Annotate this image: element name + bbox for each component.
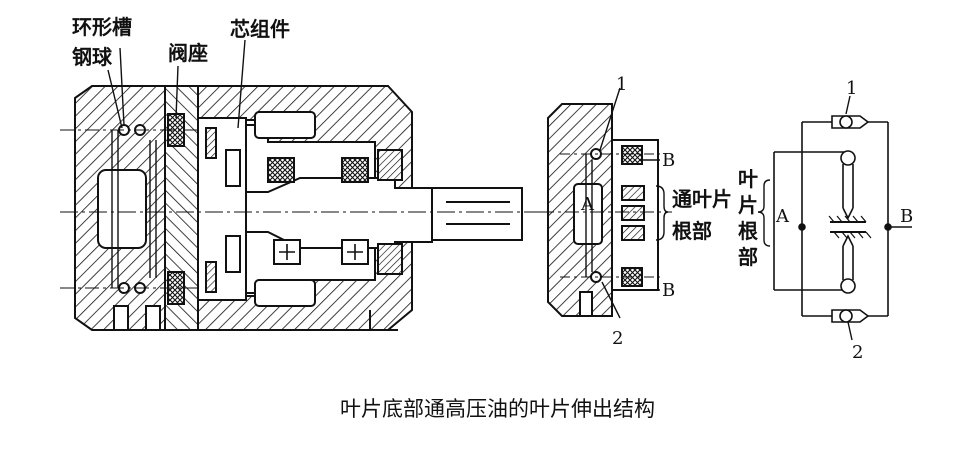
- drive-shaft: [197, 177, 433, 249]
- left-leaders: [107, 39, 246, 129]
- section-label-B-bottom: B: [662, 280, 675, 301]
- cover-bore: [97, 169, 147, 249]
- bearing-right-top: [341, 157, 369, 183]
- section-label-B-top: B: [662, 150, 675, 171]
- label-core-assembly: 芯组件: [230, 17, 290, 41]
- bolt-top: [254, 111, 316, 139]
- shaft-end: [431, 187, 523, 241]
- schematic-label-B: B: [900, 206, 913, 227]
- schematic-vane-root-char-2: 片: [738, 193, 758, 217]
- section-seat-top: [621, 145, 643, 165]
- vane-schematic: [757, 115, 912, 323]
- vane-root-top: [840, 150, 856, 166]
- schematic-label-1: 1: [846, 78, 857, 99]
- section-leaders: [599, 87, 660, 319]
- schematic-vane-root-char-1: 叶: [738, 167, 758, 191]
- label-ring-groove: 环形槽: [72, 15, 132, 39]
- schematic-label-2: 2: [852, 342, 863, 363]
- pump-section-view: [60, 85, 540, 331]
- section-label-1: 1: [616, 74, 627, 95]
- schematic-vane-root-char-4: 部: [738, 245, 758, 269]
- shaft-seal-bottom: [377, 243, 403, 275]
- section-label-to-vane-root-line1: 通叶片: [672, 187, 732, 211]
- shaft-seal-top: [377, 149, 403, 181]
- bearing-top: [267, 157, 295, 183]
- vane-root-bottom: [840, 278, 856, 294]
- label-steel-ball: 钢球: [72, 45, 113, 69]
- section-label-2: 2: [612, 328, 623, 349]
- schematic-vane-root-char-3: 根: [738, 219, 758, 243]
- schematic-leaders: [845, 95, 853, 341]
- section-label-to-vane-root-line2: 根部: [672, 219, 712, 243]
- schematic-label-A: A: [775, 206, 790, 227]
- section-label-A: A: [580, 194, 595, 215]
- label-valve-seat: 阀座: [168, 41, 208, 65]
- local-section-view: [540, 103, 672, 317]
- figure-caption: 叶片底部通高压油的叶片伸出结构: [340, 397, 655, 421]
- bolt-bottom: [254, 279, 316, 307]
